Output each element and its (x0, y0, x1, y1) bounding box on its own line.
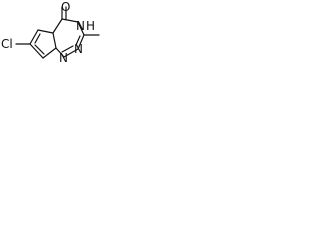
bond-fused-4 (77, 34, 85, 50)
bond-fused-double-inner-2 (61, 45, 74, 53)
chemical-structure-diagram: Cl O N H N N (1, 0, 100, 65)
atom-label-ring-nitrogen-1: N (74, 42, 83, 56)
atom-label-group: Cl O N H N N (1, 0, 95, 65)
atom-label-chlorine: Cl (1, 37, 13, 51)
bond-pyrrole-3 (52, 32, 57, 49)
atom-label-ring-nitrogen-2: N (59, 51, 68, 65)
bond-pyrrole-2 (37, 29, 54, 34)
bond-pyrrole-5 (29, 43, 44, 59)
bond-pyrrole-double-inner-2 (34, 44, 45, 55)
atom-label-amide-nitrogen: N (76, 19, 85, 33)
bond-pyrrole-double-inner-1 (34, 33, 41, 44)
bond-pyrrole-1 (29, 29, 39, 45)
bond-fused-1 (52, 18, 63, 34)
bond-group (15, 6, 100, 59)
bond-fused-6 (55, 47, 65, 58)
bond-fused-3 (77, 21, 85, 36)
bond-fused-5 (63, 48, 79, 58)
molecule-canvas: Cl O N H N N (0, 0, 115, 74)
atom-label-oxygen: O (61, 0, 70, 14)
bond-pyrrole-4 (42, 47, 57, 59)
atom-label-amide-hydrogen: H (86, 19, 95, 33)
bond-fused-double-inner-1 (75, 35, 81, 46)
bond-fused-2 (61, 18, 79, 23)
